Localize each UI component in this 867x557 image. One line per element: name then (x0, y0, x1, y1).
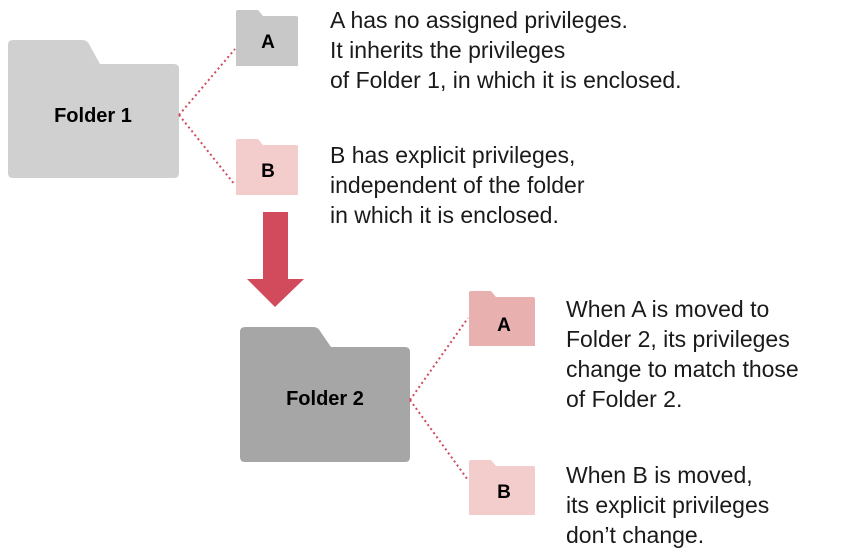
file-a-top-description-line: A has no assigned privileges. (330, 7, 628, 33)
file-a-top-label: A (261, 32, 275, 53)
folder-1: Folder 1 (8, 40, 179, 178)
file-b-bottom-description-line: its explicit privileges (566, 492, 770, 518)
file-b-top-description-line: independent of the folder (330, 172, 585, 198)
file-a-bottom-description-line: change to match those (566, 356, 799, 382)
file-a-top-description: A has no assigned privileges. It inherit… (330, 5, 682, 95)
file-b-bottom-description: When B is moved, its explicit privileges… (566, 460, 769, 550)
file-a-top-description-line: of Folder 1, in which it is enclosed. (330, 67, 682, 93)
file-a-top-icon (236, 10, 298, 66)
file-a-top-description-line: It inherits the privileges (330, 37, 566, 63)
connector-folder-1-to-b (178, 114, 236, 186)
file-b-top-description: B has explicit privileges, independent o… (330, 140, 584, 230)
file-b-bottom-description-line: don’t change. (566, 522, 705, 548)
file-b-bottom-description-line: When B is moved, (566, 462, 753, 488)
file-a-top: A (236, 10, 298, 66)
file-a-bottom: A (469, 291, 535, 346)
file-a-bottom-description: When A is moved to Folder 2, its privile… (566, 294, 799, 414)
file-a-bottom-description-line: of Folder 2. (566, 386, 683, 412)
folder-1-label: Folder 1 (54, 105, 132, 127)
file-a-bottom-icon (469, 291, 535, 346)
file-b-top: B (236, 139, 298, 195)
file-a-bottom-description-line: Folder 2, its privileges (566, 326, 790, 352)
down-arrow-icon (247, 212, 304, 307)
file-b-top-label: B (261, 161, 275, 182)
connector-folder-2-to-a (409, 317, 469, 401)
connector-folder-1-to-a (178, 48, 236, 116)
folder-2: Folder 2 (240, 327, 410, 462)
file-a-bottom-label: A (497, 315, 511, 336)
file-a-bottom-description-line: When A is moved to (566, 296, 770, 322)
file-b-top-description-line: in which it is enclosed. (330, 202, 559, 228)
folder-2-icon (240, 327, 410, 462)
connector-folder-2-to-b (409, 399, 469, 481)
file-b-bottom: B (469, 460, 535, 515)
folder-1-icon (8, 40, 179, 178)
file-b-bottom-label: B (497, 482, 511, 503)
file-b-top-description-line: B has explicit privileges, (330, 142, 576, 168)
folder-2-label: Folder 2 (286, 388, 364, 410)
file-b-bottom-icon (469, 460, 535, 515)
file-b-top-icon (236, 139, 298, 195)
